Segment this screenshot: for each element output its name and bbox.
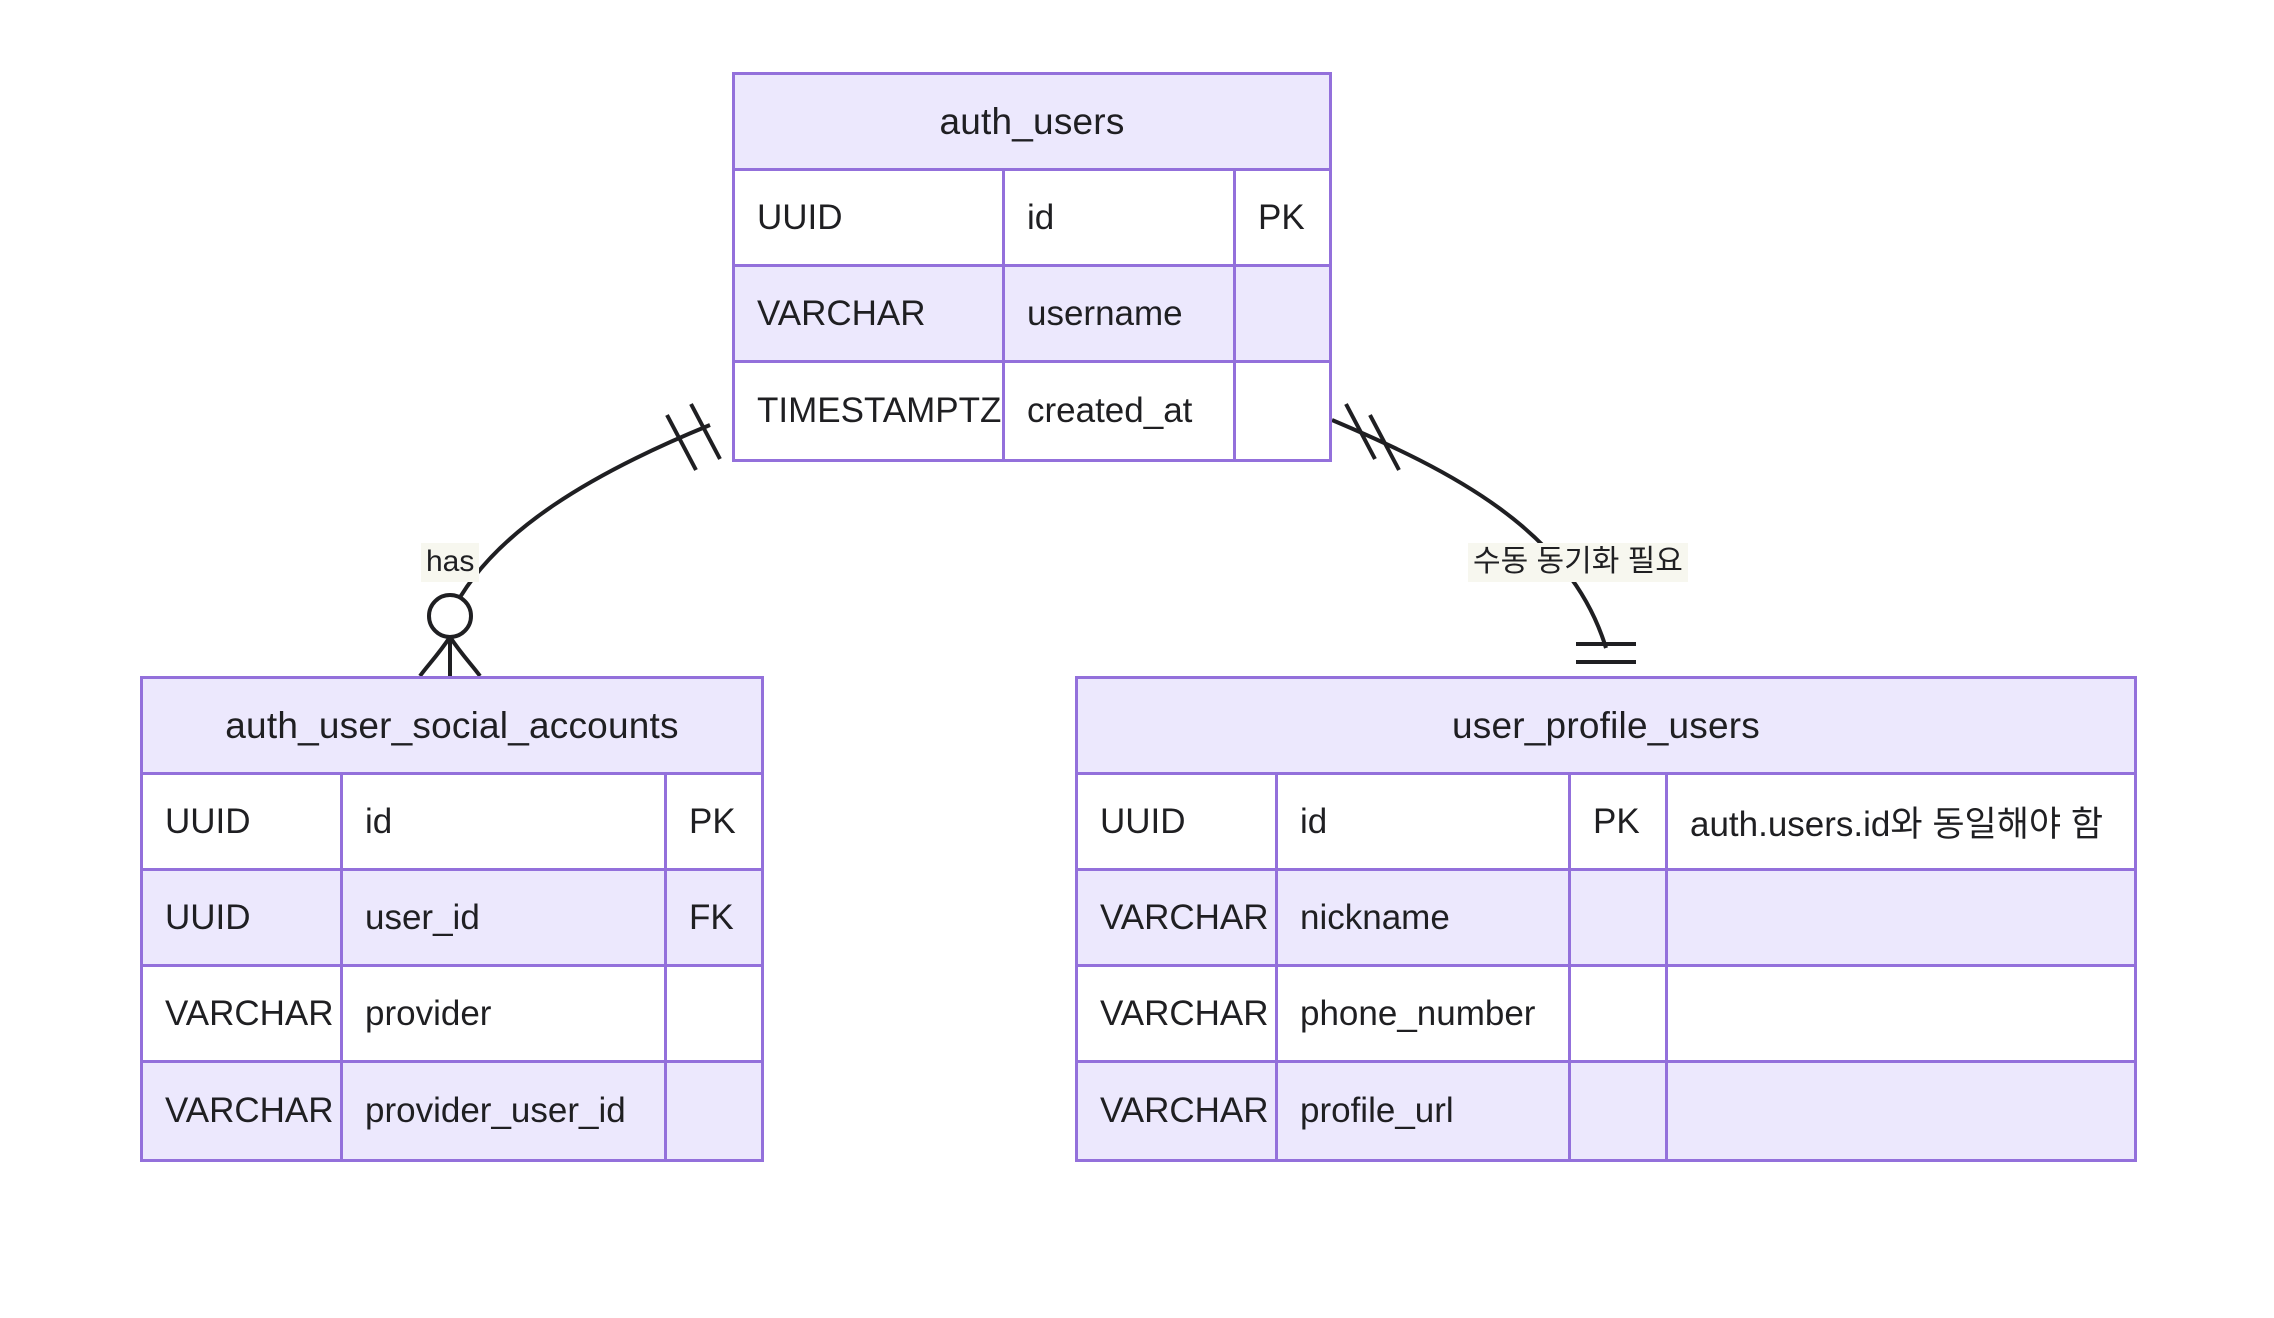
attribute-name: username [1005, 267, 1236, 360]
attribute-key [667, 967, 761, 1060]
attribute-type: UUID [143, 775, 343, 868]
entity-title-user-profile-users: user_profile_users [1078, 679, 2134, 775]
attribute-type: UUID [735, 171, 1005, 264]
entity-title-auth-user-social-accounts: auth_user_social_accounts [143, 679, 761, 775]
attribute-key [1236, 363, 1329, 459]
attribute-type: TIMESTAMPTZ [735, 363, 1005, 459]
attribute-comment: auth.users.id와 동일해야 함 [1690, 805, 2104, 844]
attribute-type: VARCHAR [1078, 871, 1278, 964]
attribute-name: id [343, 775, 667, 868]
entity-user-profile-users[interactable]: user_profile_users UUID id PK auth.users… [1075, 676, 2137, 1162]
attribute-comment [1668, 1063, 2134, 1159]
entity-title-auth-users: auth_users [735, 75, 1329, 171]
attribute-key [1571, 871, 1668, 964]
attribute-type: VARCHAR [1078, 1063, 1278, 1159]
attribute-key: FK [689, 897, 734, 937]
table-row[interactable]: VARCHAR provider_user_id [143, 1063, 761, 1159]
attribute-name: nickname [1278, 871, 1571, 964]
attribute-name: profile_url [1278, 1063, 1571, 1159]
attribute-key: PK [1258, 197, 1305, 237]
attribute-comment [1668, 967, 2134, 1060]
attribute-name: id [1005, 171, 1236, 264]
entity-auth-user-social-accounts[interactable]: auth_user_social_accounts UUID id PK UUI… [140, 676, 764, 1162]
attribute-key [1571, 967, 1668, 1060]
table-row[interactable]: VARCHAR phone_number [1078, 967, 2134, 1063]
attribute-name: provider [343, 967, 667, 1060]
attribute-type: VARCHAR [143, 967, 343, 1060]
table-row[interactable]: UUID user_id FK [143, 871, 761, 967]
attribute-key [1571, 1063, 1668, 1159]
relationship-label-sync: 수동 동기화 필요 [1468, 543, 1688, 582]
attribute-name: phone_number [1278, 967, 1571, 1060]
cardinality-tick-one-b [689, 403, 722, 460]
relationship-has [418, 403, 722, 678]
table-row[interactable]: VARCHAR username [735, 267, 1329, 363]
relationship-sync [1331, 403, 1636, 664]
attribute-type: VARCHAR [1078, 967, 1278, 1060]
attribute-type: UUID [1078, 775, 1278, 868]
table-row[interactable]: TIMESTAMPTZ created_at [735, 363, 1329, 459]
table-row[interactable]: UUID id PK [735, 171, 1329, 267]
attribute-name: provider_user_id [343, 1063, 667, 1159]
relationship-label-has: has [421, 543, 480, 582]
attribute-key [1236, 267, 1329, 360]
crowsfoot-right [448, 635, 482, 678]
attribute-name: user_id [343, 871, 667, 964]
entity-auth-users[interactable]: auth_users UUID id PK VARCHAR username T… [732, 72, 1332, 462]
attribute-name: created_at [1005, 363, 1236, 459]
attribute-key: PK [689, 801, 736, 841]
attribute-type: UUID [143, 871, 343, 964]
attribute-key: PK [1571, 775, 1668, 868]
table-row[interactable]: UUID id PK [143, 775, 761, 871]
table-row[interactable]: VARCHAR provider [143, 967, 761, 1063]
attribute-type: VARCHAR [143, 1063, 343, 1159]
table-row[interactable]: UUID id PK auth.users.id와 동일해야 함 [1078, 775, 2134, 871]
attribute-comment [1668, 871, 2134, 964]
cardinality-tick-one-c [1344, 403, 1377, 460]
crowsfoot-left [418, 635, 452, 678]
attribute-name: id [1278, 775, 1571, 868]
relationship-sync-line [1331, 418, 1608, 649]
cardinality-zero-circle [427, 593, 473, 639]
attribute-type: VARCHAR [735, 267, 1005, 360]
table-row[interactable]: VARCHAR profile_url [1078, 1063, 2134, 1159]
table-row[interactable]: VARCHAR nickname [1078, 871, 2134, 967]
cardinality-tick-one-a [665, 414, 698, 471]
cardinality-tick-one-d [1368, 414, 1401, 471]
attribute-key [667, 1063, 761, 1159]
relationship-has-line [448, 423, 711, 617]
